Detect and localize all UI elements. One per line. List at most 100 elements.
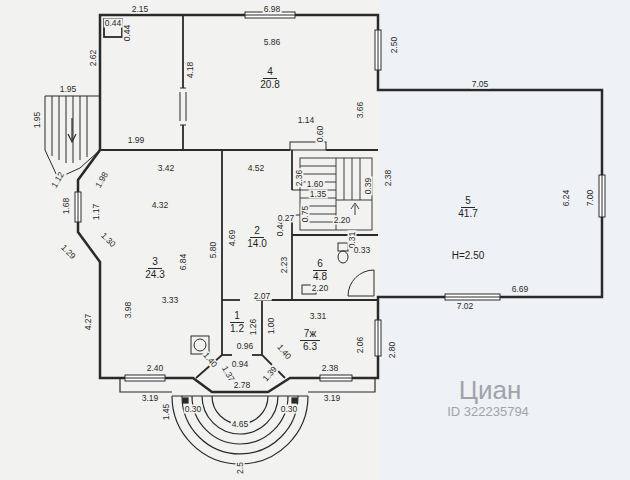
- dimension-label: 1.45: [162, 403, 171, 422]
- dimension-label: 6.69: [511, 285, 530, 294]
- inner-wall: [256, 299, 378, 301]
- dimension-label: 3.98: [124, 301, 133, 320]
- dimension-label: 3.33: [161, 296, 180, 305]
- room-box: 11.2: [227, 308, 247, 337]
- porch: [182, 396, 298, 454]
- room-area: 41.7: [458, 208, 477, 220]
- window: [378, 320, 379, 356]
- inner-wall: [182, 125, 184, 150]
- staircase: [300, 158, 372, 230]
- dimension-label: 2.62: [89, 49, 98, 68]
- dimension-label: 1.95: [33, 111, 42, 130]
- outside-stair: [68, 134, 76, 142]
- sanitary-fixture: [302, 243, 374, 296]
- dimension-label: 1.39: [261, 364, 280, 384]
- room-number: 6: [313, 258, 327, 271]
- room-box: 541.7H=2.50: [448, 193, 488, 264]
- inner-wall: [326, 149, 378, 151]
- dimension-label: 4.18: [186, 61, 195, 80]
- dimension-label: 1.12: [49, 170, 66, 191]
- sanitary-fixture: [338, 243, 348, 251]
- dimension-label: 2.38: [384, 169, 393, 188]
- dimension-label: 0.94: [231, 360, 250, 369]
- dimension-label: 0.30: [184, 405, 203, 414]
- dimension-label: 3.66: [356, 101, 365, 120]
- porch: [120, 378, 172, 392]
- dimension-label: 1.17: [92, 203, 101, 222]
- inner-wall: [104, 19, 122, 37]
- dimension-label: 1.95: [59, 85, 78, 94]
- dimension-label: 1.98: [93, 170, 110, 191]
- room-number: 2: [250, 225, 264, 238]
- dimension-label: 0.39: [364, 177, 373, 196]
- dimension-label: 2.36: [295, 169, 304, 188]
- dimension-label: 2.40: [146, 364, 165, 373]
- dimension-label: 3.19: [141, 394, 160, 403]
- dimension-label: 2.50: [390, 36, 399, 55]
- room-number: 4: [263, 66, 277, 79]
- window: [78, 192, 79, 222]
- dimension-label: 3.31: [309, 312, 328, 321]
- inner-wall: [100, 149, 290, 151]
- room-area: 6.3: [303, 341, 317, 353]
- room-box: 420.8: [255, 64, 285, 93]
- ceiling-height: H=2.50: [452, 250, 485, 262]
- room-box: 214.0: [243, 223, 271, 252]
- outside-stair: [71, 118, 72, 140]
- porch: [308, 378, 375, 392]
- dimension-label: 0.60: [316, 125, 325, 144]
- dimension-label: 4.52: [247, 164, 266, 173]
- window: [245, 15, 295, 16]
- dimension-label: 1.26: [249, 318, 258, 337]
- room-area: 24.3: [145, 269, 164, 281]
- dimension-label: 0.30: [280, 405, 299, 414]
- inner-wall: [182, 15, 184, 88]
- window: [75, 12, 605, 381]
- dimension-label: 1.14: [297, 116, 316, 125]
- dimension-label: 4.27: [84, 313, 93, 332]
- paper-tint: [380, 0, 630, 480]
- dimension-label: 2.15: [131, 5, 150, 14]
- dimension-label: 1.00: [267, 317, 276, 336]
- porch: [183, 398, 188, 403]
- dimension-label: 1.40: [201, 350, 220, 370]
- dimension-label: 2.78: [233, 381, 252, 390]
- room-number: 3: [148, 256, 162, 269]
- door: [180, 88, 326, 215]
- dimension-label: 4.65: [231, 420, 250, 429]
- outer-wall: [78, 15, 602, 392]
- dimension-label: 1.35: [309, 190, 328, 199]
- dimension-label: 0.96: [236, 342, 255, 351]
- porch: [120, 378, 375, 464]
- dimension-label: 2.06: [356, 336, 365, 355]
- porch: [292, 398, 297, 403]
- dimension-label: 3.42: [157, 164, 176, 173]
- dimension-label: 1.29: [58, 242, 77, 261]
- dimension-label: 1.40: [275, 342, 294, 362]
- door: [180, 88, 186, 125]
- dimension-label: 6.98: [263, 5, 282, 14]
- dimension-label: 2.07: [253, 292, 272, 301]
- sanitary-fixture: [338, 251, 348, 263]
- dimension-label: 2.38: [321, 364, 340, 373]
- window: [375, 320, 381, 356]
- dimension-label: 1.30: [98, 230, 117, 249]
- room-area: 4.8: [313, 271, 327, 283]
- window: [320, 375, 352, 381]
- room-area: 1.2: [230, 323, 244, 335]
- dimension-label: 6.24: [562, 189, 571, 208]
- window: [375, 30, 381, 70]
- dimension-label: 5.86: [263, 38, 282, 47]
- dimension-label: 2.20: [311, 284, 330, 293]
- dimension-label: 2.80: [388, 341, 397, 360]
- room-box: 324.3: [140, 254, 170, 283]
- window: [125, 378, 165, 379]
- window: [445, 294, 500, 300]
- dimension-label: 0.27: [277, 214, 296, 223]
- dimension-label: 1.60: [306, 180, 325, 189]
- door: [292, 190, 300, 215]
- porch: [172, 396, 308, 464]
- window: [125, 375, 165, 381]
